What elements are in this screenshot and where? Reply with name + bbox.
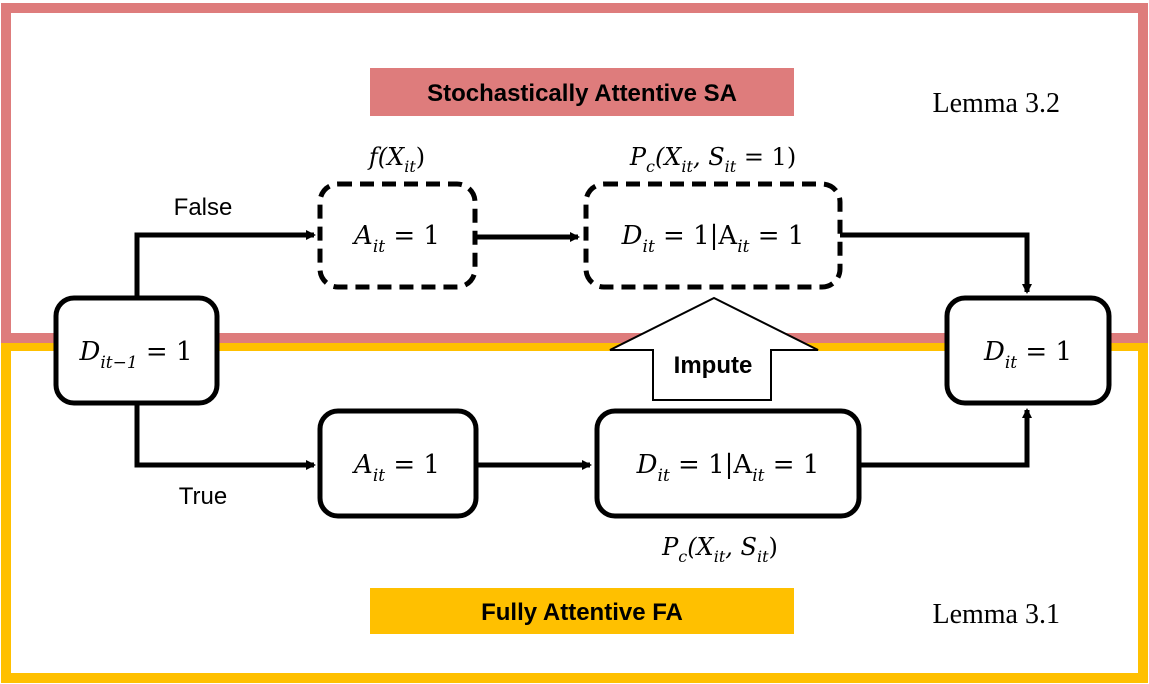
node-fa-decision-annotation: Pc(Xit, Sit) <box>661 533 778 566</box>
node-start-label: Dit−1 = 1 <box>78 337 192 373</box>
sa-region-border <box>1 3 1148 343</box>
node-fa-decision-label: Dit = 1|Ait = 1 <box>636 450 820 486</box>
node-fa-attention-label: Ait = 1 <box>352 450 440 486</box>
impute-label: Impute <box>674 352 753 379</box>
node-sa-attention-annotation: f(Xit) <box>367 143 425 176</box>
sa-label: Stochastically Attentive SA <box>427 80 737 107</box>
node-sa-attention-label: Ait = 1 <box>352 221 440 257</box>
fa-lemma: Lemma 3.1 <box>932 599 1060 630</box>
fa-label: Fully Attentive FA <box>481 599 683 626</box>
impute-arrow <box>609 296 819 401</box>
node-fa-attention <box>317 408 479 519</box>
connector-start-to-fa-attention <box>134 403 316 470</box>
node-sa-decision-label: Dit = 1|Ait = 1 <box>621 221 805 257</box>
connector-fa-decision-to-end <box>860 408 1032 468</box>
node-end-label: Dit = 1 <box>983 337 1072 373</box>
false-branch-label: False <box>174 194 233 221</box>
node-start <box>53 295 220 406</box>
sa-label-box <box>370 68 794 116</box>
connector-sa-decision-to-end <box>840 232 1032 294</box>
node-end <box>944 295 1112 406</box>
connector-start-to-sa-attention <box>134 230 316 300</box>
node-sa-decision <box>583 181 843 290</box>
node-sa-attention <box>317 181 478 290</box>
true-branch-label: True <box>179 483 227 510</box>
fa-label-box <box>370 588 794 634</box>
node-sa-decision-annotation: Pc(Xit, Sit = 1) <box>629 143 796 176</box>
sa-lemma: Lemma 3.2 <box>932 88 1060 119</box>
fa-region-border <box>1 341 1148 683</box>
node-fa-decision <box>594 408 862 519</box>
